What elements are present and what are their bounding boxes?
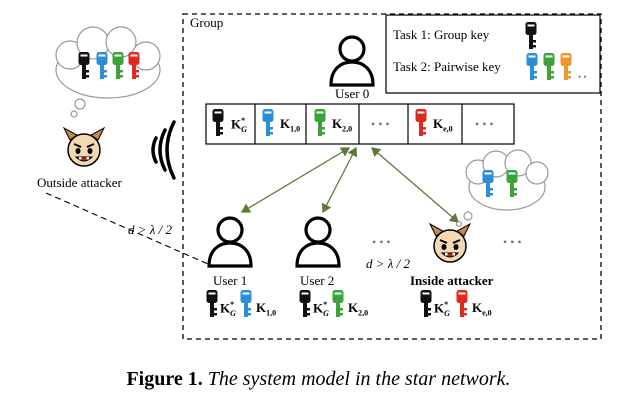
- caption-text: The system model in the star network.: [207, 368, 511, 390]
- user0-label: User 0: [335, 86, 370, 101]
- black-key-icon: [206, 290, 218, 317]
- distance-label-outside: d > λ / 2: [128, 222, 173, 237]
- green-key-icon: [314, 109, 326, 136]
- outside-thought-bubble: [55, 26, 161, 118]
- key-e0-label: Ke,0: [433, 116, 453, 134]
- inside-attacker-label: Inside attacker: [410, 273, 494, 288]
- distance-label-inside: d > λ / 2: [366, 256, 411, 271]
- user1-label: User 1: [213, 273, 248, 288]
- legend-dots-icon: • •: [578, 72, 587, 82]
- green-key-icon: [332, 290, 344, 317]
- figure-caption: Figure 1. The system model in the star n…: [0, 368, 637, 391]
- inside-attacker-icon: [429, 223, 471, 263]
- key-20-label: K2,0: [332, 116, 353, 134]
- mid-dots: • • •: [372, 235, 391, 249]
- link-arrow: [240, 147, 351, 213]
- user1-icon: [207, 216, 253, 268]
- outside-attacker-label: Outside attacker: [37, 175, 122, 190]
- link-arrow: [371, 147, 459, 223]
- inside-thought-bubble: [455, 149, 549, 228]
- key-10-label: K1,0: [280, 116, 301, 134]
- table-dots-2: • • •: [475, 117, 494, 131]
- black-key-icon: [212, 109, 224, 136]
- wireless-signal-icon: [151, 120, 176, 180]
- group-label: Group: [190, 15, 224, 30]
- blue-key-icon: [240, 290, 252, 317]
- user2-pair-key-label: K2,0: [348, 300, 369, 318]
- inside-group-key-label: K*G: [434, 300, 450, 318]
- distance-line: [45, 192, 209, 265]
- key-table: [205, 103, 515, 145]
- red-key-icon: [456, 290, 468, 317]
- black-key-icon: [299, 290, 311, 317]
- user1-group-key-label: K*G: [220, 300, 236, 318]
- user0-icon: [329, 35, 375, 87]
- user2-icon: [295, 216, 341, 268]
- caption-figure-number: Figure 1.: [126, 368, 203, 390]
- red-key-icon: [415, 109, 427, 136]
- user2-label: User 2: [300, 273, 335, 288]
- legend-task2: Task 2: Pairwise key: [393, 59, 501, 74]
- link-arrow: [321, 146, 358, 214]
- outside-attacker-icon: [63, 127, 105, 167]
- group-border: [182, 13, 602, 340]
- key-group-label: K*G: [231, 116, 247, 134]
- blue-key-icon: [262, 109, 274, 136]
- user1-pair-key-label: K1,0: [256, 300, 277, 318]
- user2-group-key-label: K*G: [313, 300, 329, 318]
- black-key-icon: [420, 290, 432, 317]
- inside-pair-key-label: Ke,0: [472, 300, 492, 318]
- table-dots-1: • • •: [371, 117, 390, 131]
- right-dots: • • •: [503, 235, 522, 249]
- legend-task1: Task 1: Group key: [393, 27, 490, 42]
